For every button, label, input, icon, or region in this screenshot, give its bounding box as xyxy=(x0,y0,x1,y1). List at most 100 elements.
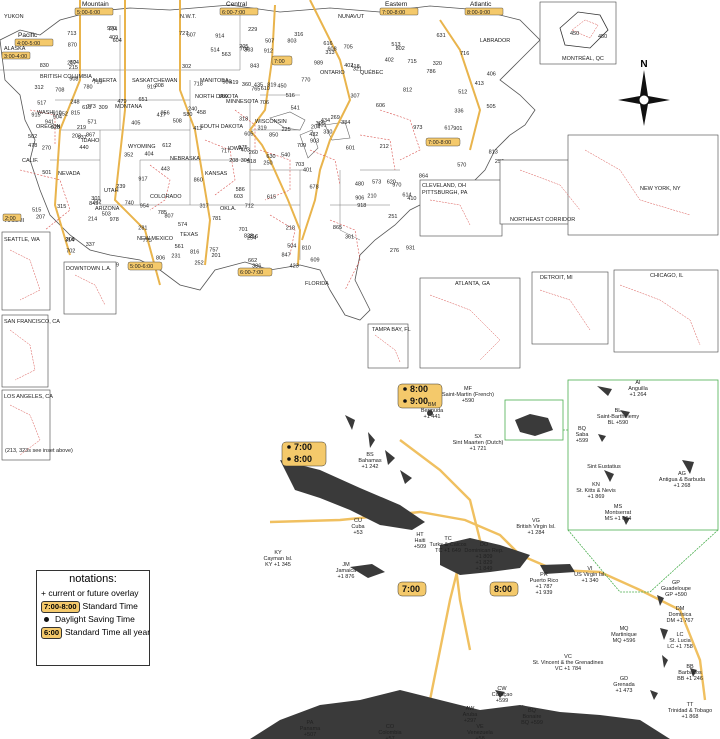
area-code-978: 978 xyxy=(110,217,119,223)
area-code-252: 252 xyxy=(195,261,204,267)
inset-la-note: (213, 323s see inset above) xyxy=(5,448,73,454)
area-code-501: 501 xyxy=(42,170,51,176)
car-badge-2 xyxy=(281,441,327,467)
region-iowa: IOWA xyxy=(228,146,243,152)
area-code-757: 757 xyxy=(209,247,218,253)
area-code-604: 604 xyxy=(113,38,122,44)
area-code-908: 908 xyxy=(69,77,78,83)
zone-mountain: Mountain xyxy=(82,1,109,8)
area-code-914: 914 xyxy=(215,34,224,40)
area-code-503: 503 xyxy=(102,212,111,218)
area-code-915: 915 xyxy=(31,112,40,118)
area-code-lines xyxy=(19,109,421,291)
region-nebraska: NEBRASKA xyxy=(170,156,200,162)
car-badge-4-text: 8:00 xyxy=(494,584,512,594)
area-code-478: 478 xyxy=(28,143,37,149)
area-code-903: 903 xyxy=(310,139,319,145)
area-code-713: 713 xyxy=(67,31,76,37)
area-code-330: 330 xyxy=(323,130,332,136)
area-code-540: 540 xyxy=(281,153,290,159)
area-code-541: 541 xyxy=(291,105,300,111)
zone-atlantic-times: 8:00-9:00 xyxy=(467,10,490,16)
area-code-504: 504 xyxy=(287,244,296,250)
legend-dst-label: Daylight Saving Time xyxy=(55,614,135,624)
area-code-303: 303 xyxy=(244,48,253,54)
zone-mountain-times: 5:00-6:00 xyxy=(77,10,100,16)
area-code-904: 904 xyxy=(53,115,62,121)
inset-area-lines xyxy=(9,149,701,456)
montreal-label: MONTRÉAL, QC xyxy=(562,55,604,62)
legend-year-label: Standard Time all year xyxy=(65,627,151,637)
notation-legend: notations: + current or future overlay 7… xyxy=(36,570,150,666)
area-code-219: 219 xyxy=(77,125,86,131)
area-code-989: 989 xyxy=(314,60,323,66)
area-code-251: 251 xyxy=(388,214,397,220)
area-code-780: 780 xyxy=(83,85,92,91)
compass-rose: N xyxy=(614,58,674,128)
area-code-618: 618 xyxy=(82,105,91,111)
area-code-405: 405 xyxy=(131,121,140,127)
area-code-773: 773 xyxy=(87,104,96,110)
area-code-516: 516 xyxy=(286,93,295,99)
zone-yukon: YUKON xyxy=(4,14,24,20)
car-badge-1-b: 9:00 xyxy=(410,396,428,406)
top-zone-labels: Mountain 5:00-6:00 Central 6:00-7:00 Eas… xyxy=(1,1,504,224)
area-code-586: 586 xyxy=(236,187,245,193)
area-code-708: 708 xyxy=(55,88,64,94)
area-code-845: 845 xyxy=(89,201,98,207)
area-code-256: 256 xyxy=(495,159,504,165)
area-code-612: 612 xyxy=(162,143,171,149)
area-code-906: 906 xyxy=(355,196,364,202)
region-oregon: OREGON xyxy=(36,124,60,130)
area-code-570: 570 xyxy=(457,162,466,168)
area-code-917: 917 xyxy=(138,177,147,183)
area-code-337: 337 xyxy=(86,242,95,248)
area-code-406: 406 xyxy=(487,71,496,77)
area-code-240: 240 xyxy=(188,107,197,113)
area-code-709: 709 xyxy=(297,143,306,149)
area-code-601: 601 xyxy=(346,146,355,152)
area-code-254: 254 xyxy=(247,235,256,241)
area-code-412: 412 xyxy=(193,126,202,132)
inset-sf-title: SAN FRANCISCO, CA xyxy=(4,319,60,325)
area-code-770: 770 xyxy=(301,78,310,84)
area-code-320: 320 xyxy=(433,61,442,67)
inset-detroit-title: DETROIT, MI xyxy=(540,275,573,281)
area-code-702: 702 xyxy=(66,248,75,254)
area-code-305: 305 xyxy=(316,121,325,127)
zone-central-badge xyxy=(219,7,259,16)
zone-atlantic-badge xyxy=(464,7,504,16)
area-code-302: 302 xyxy=(182,64,191,70)
area-code-706: 706 xyxy=(260,100,269,106)
legend-dst: Daylight Saving Time xyxy=(41,613,145,626)
region-wash: WASH. xyxy=(37,110,55,116)
area-code-labels: 2507804033062048077058194187096048674062… xyxy=(28,26,504,270)
area-code-856: 856 xyxy=(161,111,170,117)
area-code-512: 512 xyxy=(458,90,467,96)
area-code-561: 561 xyxy=(175,244,184,250)
zone-hawaii-times: 2:00 xyxy=(5,216,16,222)
continent-outline xyxy=(0,4,541,321)
inset-northeast-title: NORTHEAST CORRIDOR xyxy=(510,217,575,223)
badge-us-1: 7:00 xyxy=(274,59,285,65)
montreal-code-b: 450 xyxy=(598,34,607,40)
area-code-843: 843 xyxy=(250,64,259,70)
area-code-865: 865 xyxy=(333,225,342,231)
area-code-631: 631 xyxy=(437,33,446,39)
region-wyoming: WYOMING xyxy=(128,144,156,150)
area-code-515: 515 xyxy=(32,208,41,214)
legend-overlay: + current or future overlay xyxy=(41,587,145,600)
legend-std-badge: 7:00-8:00 xyxy=(41,600,80,613)
new-york-inset xyxy=(567,134,719,236)
area-code-201: 201 xyxy=(212,253,221,259)
area-code-630: 630 xyxy=(266,154,275,160)
area-code-217: 217 xyxy=(67,61,76,67)
